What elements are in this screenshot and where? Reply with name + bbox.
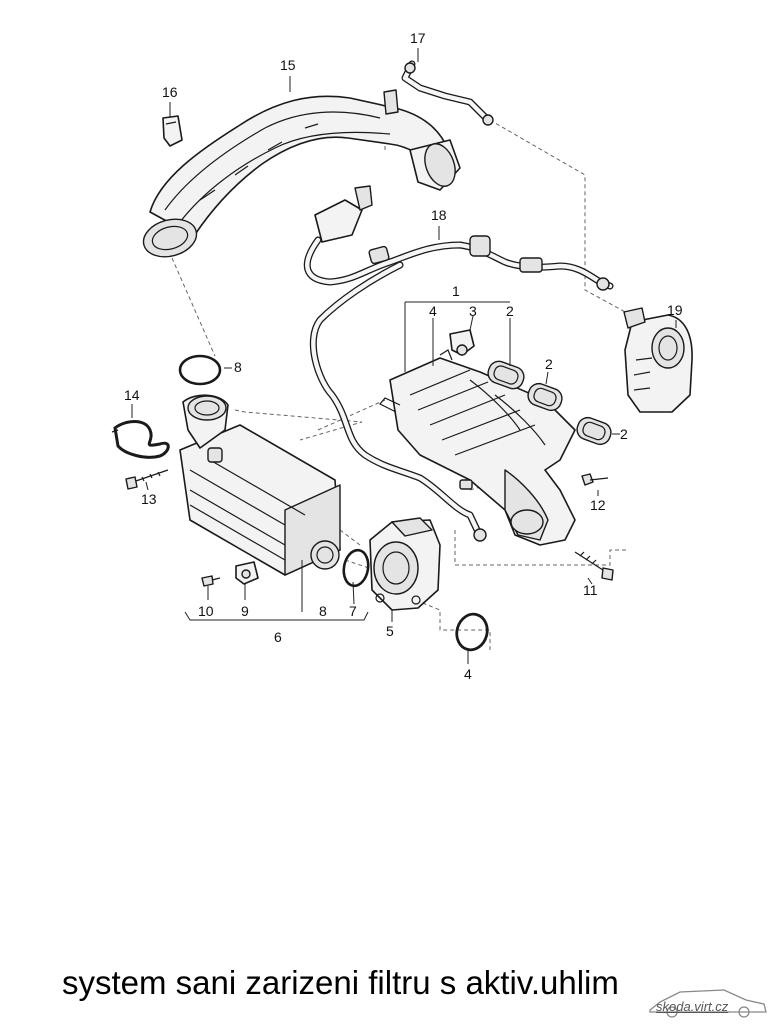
label-4a: 4: [429, 303, 437, 319]
bolt-12[interactable]: [581, 473, 609, 486]
throttle-valve-unit[interactable]: [369, 517, 441, 611]
label-13: 13: [141, 491, 157, 507]
label-5: 5: [386, 623, 394, 639]
label-16: 16: [162, 84, 178, 100]
label-11: 11: [583, 582, 598, 598]
intake-manifold[interactable]: [379, 349, 576, 546]
label-9: 9: [241, 603, 249, 619]
label-8a: 8: [234, 359, 242, 375]
label-19: 19: [667, 302, 683, 318]
label-2c: 2: [620, 426, 628, 442]
charge-air-pipe[interactable]: [139, 89, 461, 262]
leader-lines: [131, 48, 677, 664]
vent-line[interactable]: [303, 185, 614, 542]
label-12: 12: [590, 497, 606, 513]
vent-hose[interactable]: [401, 60, 494, 126]
label-6: 6: [274, 629, 282, 645]
label-2a: 2: [506, 303, 514, 319]
part-number-labels: 1 2 2 2 3 4 4 5 6 7 8 8 9 10 11 12 13 14…: [124, 30, 683, 682]
label-3: 3: [469, 303, 477, 319]
mounting-clip[interactable]: [162, 115, 183, 147]
label-4b: 4: [464, 666, 472, 682]
temperature-sensor[interactable]: [235, 561, 259, 585]
screw-10[interactable]: [201, 575, 221, 587]
label-1: 1: [452, 283, 460, 299]
label-14: 14: [124, 387, 140, 403]
o-ring-8[interactable]: [178, 354, 222, 386]
label-10: 10: [198, 603, 214, 619]
bolt-11[interactable]: [574, 551, 614, 581]
canister-valve[interactable]: [623, 307, 693, 413]
watermark-text: skoda.virt.cz: [656, 999, 729, 1014]
label-17: 17: [410, 30, 426, 46]
o-ring-7[interactable]: [341, 548, 371, 588]
watermark: skoda.virt.cz: [646, 984, 770, 1020]
label-8b: 8: [319, 603, 327, 619]
gasket-2[interactable]: [525, 381, 564, 413]
o-ring-4[interactable]: [453, 611, 491, 654]
bolt-13[interactable]: [125, 469, 169, 490]
label-2b: 2: [545, 356, 553, 372]
hose-clamp[interactable]: [111, 420, 170, 459]
gasket-3[interactable]: [574, 415, 613, 447]
diagram-caption: system sani zarizeni filtru s aktiv.uhli…: [62, 964, 619, 1001]
charge-air-cooler[interactable]: [179, 394, 341, 576]
label-18: 18: [431, 207, 447, 223]
label-7: 7: [349, 603, 357, 619]
label-15: 15: [280, 57, 296, 73]
pressure-sensor[interactable]: [449, 329, 475, 356]
car-silhouette-icon: [649, 989, 767, 1018]
